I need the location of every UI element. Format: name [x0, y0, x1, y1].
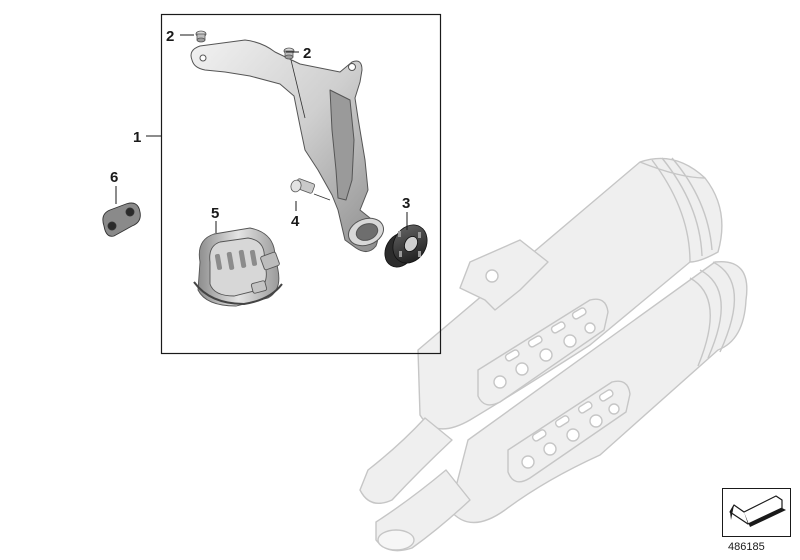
- reference-number: 486185: [728, 541, 765, 553]
- callout-2a: 2: [166, 28, 174, 45]
- callout-5: 5: [211, 205, 219, 222]
- upper-heat-shield-slots: [493, 307, 596, 389]
- direction-arrow-icon: [722, 488, 791, 537]
- bracket-ring-bore: [355, 223, 379, 241]
- muffler-mount-tab: [459, 239, 549, 311]
- clamp-screw-housing-2: [250, 280, 268, 294]
- clamp-screw-housing: [260, 251, 280, 271]
- upper-muffler-endcap: [639, 157, 713, 263]
- rubber-bushing: [384, 224, 428, 268]
- callout-3: 3: [402, 195, 410, 212]
- clamp-slots: [214, 249, 258, 270]
- callout-2b: 2: [303, 45, 311, 62]
- screw-2b: [283, 47, 295, 60]
- screw-2b-axis: [290, 59, 306, 119]
- exhaust-holder-bracket: [190, 39, 384, 252]
- clamp-strap: [193, 281, 283, 306]
- callout-6: 6: [110, 169, 118, 186]
- bolt-4: [290, 178, 331, 201]
- inlet-pipe-end: [377, 529, 415, 551]
- lower-heat-shield-slots: [521, 389, 620, 469]
- screw-2a: [195, 30, 207, 43]
- callout-lines: [115, 34, 408, 233]
- callout-1: 1: [133, 129, 141, 146]
- bracket-top-hole: [348, 63, 356, 71]
- callout-4: 4: [291, 213, 300, 230]
- hose-clamp: [193, 227, 283, 307]
- link-part-6: [102, 202, 141, 237]
- bracket-inner-flange: [329, 89, 355, 201]
- bushing-bore: [404, 236, 418, 252]
- bracket-left-hole: [199, 54, 207, 62]
- lower-muffler-endcap: [689, 261, 736, 367]
- muffler-mount-hole: [485, 269, 499, 283]
- assembly-frame: [160, 13, 442, 355]
- exhaust-silencer-assembly: [359, 157, 748, 552]
- upper-inlet-pipe: [359, 417, 453, 504]
